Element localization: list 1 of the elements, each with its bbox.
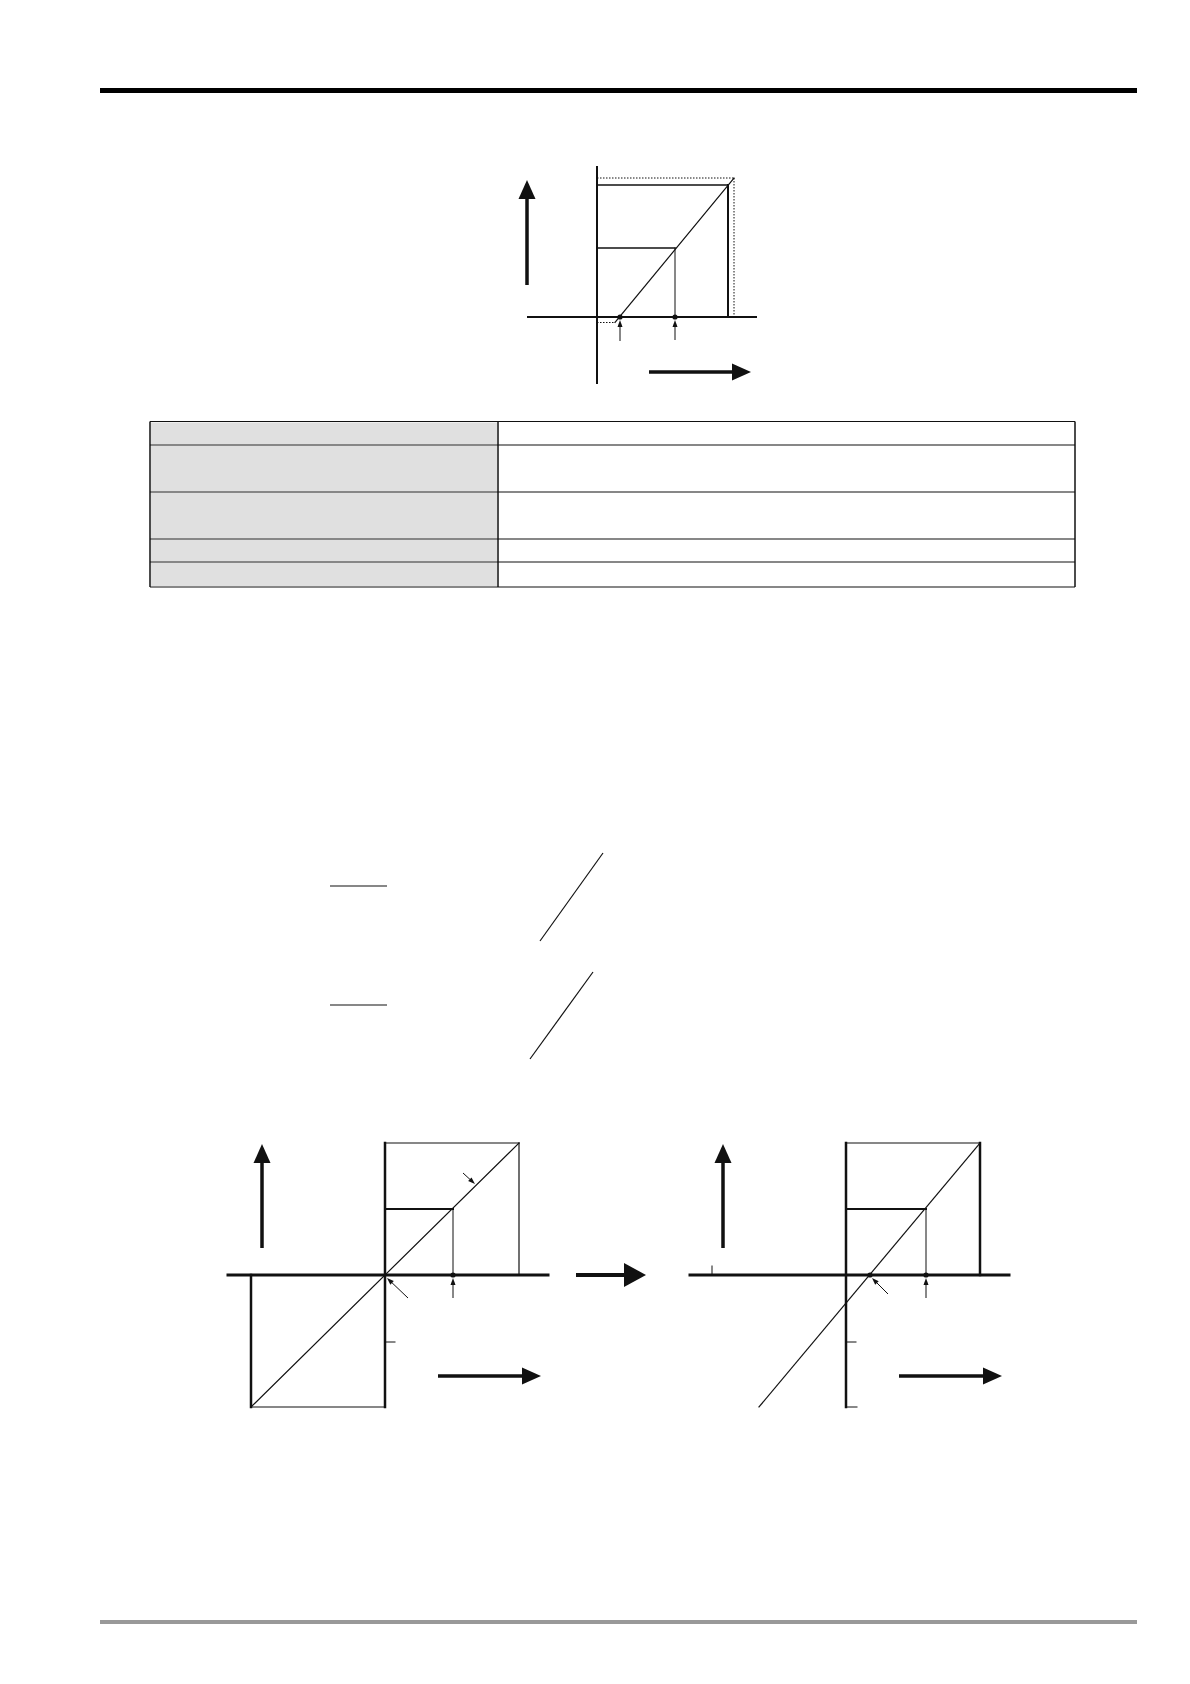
arrow bbox=[576, 1263, 646, 1287]
